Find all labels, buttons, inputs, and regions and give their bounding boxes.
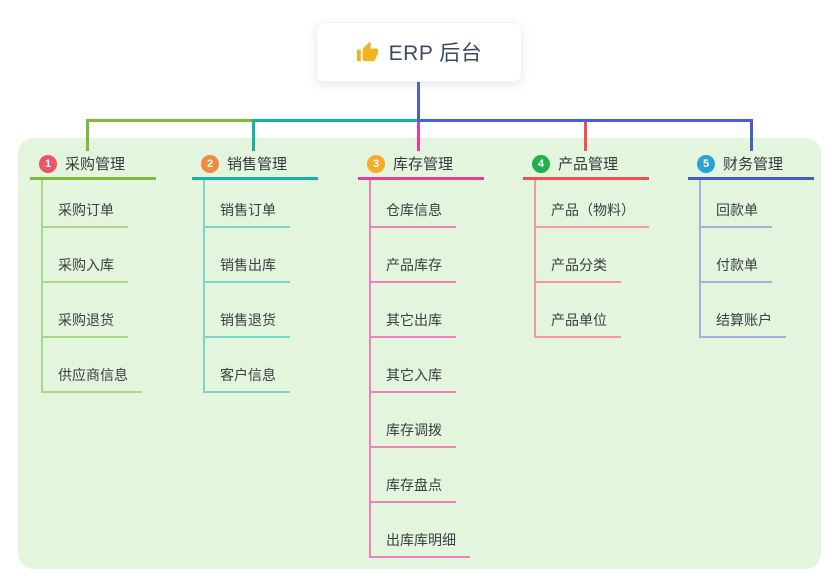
child-node[interactable]: 销售订单 [203,180,290,228]
connector-drop-3 [417,119,420,151]
child-label: 出库库明细 [386,532,456,548]
connector-drop-1 [86,119,89,151]
branch-label: 财务管理 [723,156,784,173]
child-node[interactable]: 其它出库 [369,283,456,338]
child-node[interactable]: 库存调拨 [369,393,456,448]
child-label: 销售订单 [220,202,276,218]
connector-drop-5 [750,119,753,151]
child-label: 库存盘点 [386,477,442,493]
child-label: 客户信息 [220,367,276,383]
branch-number-badge: 4 [532,154,550,173]
child-node[interactable]: 采购订单 [41,180,128,228]
root-title: ERP 后台 [388,42,483,65]
root-node[interactable]: ERP 后台 [316,22,522,82]
child-node[interactable]: 仓库信息 [369,180,456,228]
child-node[interactable]: 产品分类 [534,228,621,283]
branches-panel [18,138,821,569]
branch-label: 产品管理 [558,156,619,173]
branch-label: 销售管理 [227,156,288,173]
child-label: 产品（物料） [551,202,635,218]
child-node[interactable]: 库存盘点 [369,448,456,503]
child-label: 回款单 [716,202,758,218]
connector-bus-3 [417,119,753,122]
branch-number-badge: 5 [697,154,715,173]
child-node[interactable]: 产品单位 [534,283,621,338]
connector-drop-4 [584,119,587,151]
child-label: 采购订单 [58,202,114,218]
child-label: 其它入库 [386,367,442,383]
branch-node[interactable]: 2 销售管理 [192,150,318,180]
branch-column-1: 1 采购管理 采购订单 采购入库 采购退货 供应商信息 [30,150,156,393]
child-node[interactable]: 采购入库 [41,228,128,283]
child-node[interactable]: 其它入库 [369,338,456,393]
thumbs-up-icon [356,41,378,61]
child-node[interactable]: 客户信息 [203,338,290,393]
root-connector-line [417,82,420,122]
branch-node[interactable]: 3 库存管理 [358,150,484,180]
child-label: 其它出库 [386,312,442,328]
branch-children: 产品（物料） 产品分类 产品单位 [534,180,649,338]
child-node[interactable]: 供应商信息 [41,338,142,393]
child-node[interactable]: 产品（物料） [534,180,649,228]
branch-column-3: 3 库存管理 仓库信息 产品库存 其它出库 其它入库 库存调拨 库存盘点 出库库… [358,150,484,558]
child-label: 产品分类 [551,257,607,273]
branch-number-badge: 1 [39,154,57,173]
child-node[interactable]: 出库库明细 [369,503,470,558]
branch-node[interactable]: 5 财务管理 [688,150,814,180]
branch-children: 仓库信息 产品库存 其它出库 其它入库 库存调拨 库存盘点 出库库明细 [369,180,470,558]
branch-label: 库存管理 [393,156,454,173]
branch-node[interactable]: 1 采购管理 [30,150,156,180]
branch-number-badge: 2 [201,154,219,173]
child-label: 仓库信息 [386,202,442,218]
branch-node[interactable]: 4 产品管理 [523,150,649,180]
child-label: 销售退货 [220,312,276,328]
branch-column-2: 2 销售管理 销售订单 销售出库 销售退货 客户信息 [192,150,318,393]
branch-children: 销售订单 销售出库 销售退货 客户信息 [203,180,290,393]
connector-drop-2 [252,119,255,151]
child-label: 产品库存 [386,257,442,273]
child-label: 采购退货 [58,312,114,328]
connector-bus-1 [86,119,254,122]
child-node[interactable]: 采购退货 [41,283,128,338]
child-label: 结算账户 [716,312,772,328]
child-node[interactable]: 销售出库 [203,228,290,283]
branch-column-4: 4 产品管理 产品（物料） 产品分类 产品单位 [523,150,649,338]
child-label: 销售出库 [220,257,276,273]
child-node[interactable]: 结算账户 [699,283,786,338]
child-node[interactable]: 产品库存 [369,228,456,283]
child-label: 库存调拨 [386,422,442,438]
child-label: 供应商信息 [58,367,128,383]
branch-children: 回款单 付款单 结算账户 [699,180,786,338]
child-label: 付款单 [716,257,758,273]
child-node[interactable]: 销售退货 [203,283,290,338]
child-label: 采购入库 [58,257,114,273]
child-label: 产品单位 [551,312,607,328]
branch-label: 采购管理 [65,156,126,173]
connector-bus-2 [252,119,418,122]
branch-children: 采购订单 采购入库 采购退货 供应商信息 [41,180,142,393]
branch-number-badge: 3 [367,154,385,173]
branch-column-5: 5 财务管理 回款单 付款单 结算账户 [688,150,814,338]
child-node[interactable]: 回款单 [699,180,772,228]
child-node[interactable]: 付款单 [699,228,772,283]
